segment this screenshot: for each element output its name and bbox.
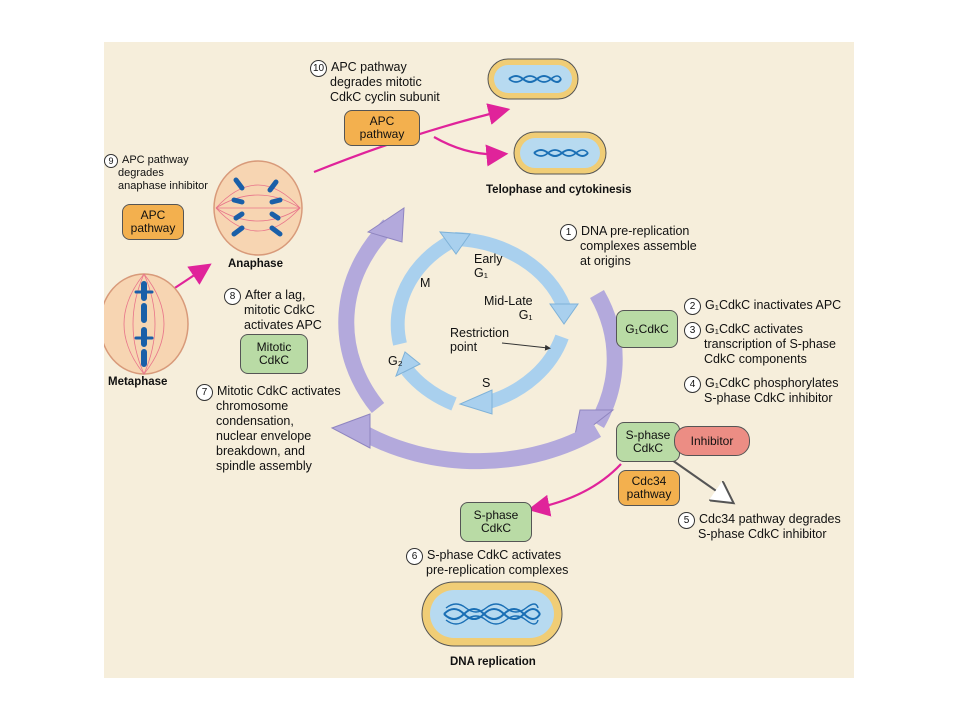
inner-cycle-arrow: [390, 231, 579, 415]
step-3-text: transcription of S-phase: [704, 337, 837, 351]
metaphase-cell: [104, 273, 189, 375]
step-number: 6: [406, 548, 423, 565]
step-number: 5: [678, 512, 695, 529]
step-7-text: nuclear envelope: [216, 429, 312, 443]
step-3-text: CdkC components: [704, 352, 807, 366]
m-phase-label: M: [420, 276, 431, 290]
step-7-text: chromosome: [216, 399, 289, 413]
step-number: 2: [684, 298, 701, 315]
step-number: 3: [684, 322, 701, 339]
step-7-text: breakdown, and: [216, 444, 305, 458]
step-8-text: activates APC: [244, 318, 322, 332]
metaphase-caption: Metaphase: [108, 376, 168, 388]
magenta-arrow: [433, 136, 509, 167]
step-4-text: S-phase CdkC inhibitor: [704, 391, 833, 405]
telophase-cell-top: [487, 58, 579, 100]
step-7-text: spindle assembly: [216, 459, 312, 473]
degradation-arrow: [671, 459, 732, 502]
step-1-text: complexes assemble: [580, 239, 697, 253]
step-number: 7: [196, 384, 213, 401]
step-10-text: degrades mitotic: [330, 75, 422, 89]
anaphase-caption: Anaphase: [228, 258, 283, 270]
telophase-cell-bottom: [513, 131, 607, 175]
magenta-arrow: [527, 463, 622, 517]
step-1-text: at origins: [580, 254, 631, 268]
outer-cycle-arrow: [330, 207, 623, 470]
cell-cycle-diagram: [104, 58, 854, 647]
g1-cdkc-box: G₁CdkC: [616, 310, 678, 348]
step-number: 10: [310, 60, 327, 77]
step-10-text: CdkC cyclin subunit: [330, 90, 440, 104]
step-6-text: pre-replication complexes: [426, 563, 569, 577]
anaphase-cell: [213, 160, 303, 256]
telophase-caption: Telophase and cytokinesis: [486, 184, 632, 196]
step-number: 8: [224, 288, 241, 305]
g2-phase-label: G₂: [388, 354, 403, 368]
inhibitor-box: Inhibitor: [674, 426, 750, 456]
step-number: 4: [684, 376, 701, 393]
step-8-text: mitotic CdkC: [244, 303, 315, 317]
dna-replication-cell: [421, 581, 563, 647]
dna-replication-caption: DNA replication: [450, 656, 536, 668]
step-7-text: condensation,: [216, 414, 294, 428]
step-number: 9: [104, 154, 118, 168]
step-5-text: S-phase CdkC inhibitor: [698, 527, 827, 541]
step-number: 1: [560, 224, 577, 241]
step-9-text: degrades: [118, 167, 164, 179]
s-phase-label: S: [482, 376, 491, 390]
step-9-text: anaphase inhibitor: [118, 180, 208, 192]
